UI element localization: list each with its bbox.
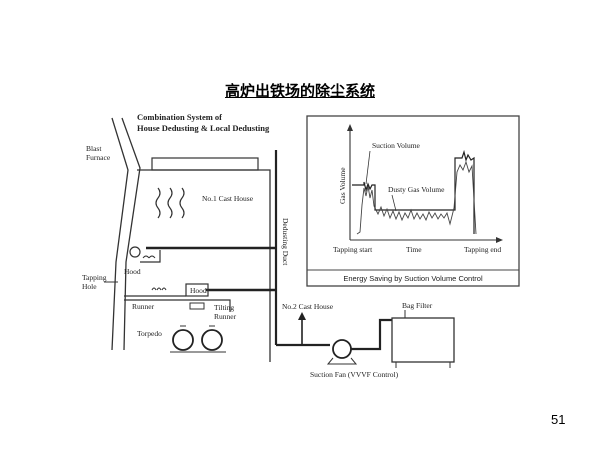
page-title: 高炉出铁场的除尘系统 xyxy=(224,82,375,100)
inset-frame xyxy=(306,115,520,287)
runner-floor-lower xyxy=(124,299,231,312)
dusty-gas-volume-curve xyxy=(356,160,477,235)
no2-cast-house-label: No.2 Cast House xyxy=(282,302,334,311)
hood-upper-label: Hood xyxy=(124,267,141,276)
blast-furnace-label-1: Blast xyxy=(86,144,102,153)
torpedo-car-2 xyxy=(201,329,223,351)
hood-lower-box xyxy=(185,283,209,297)
tapping-hole-circle xyxy=(129,246,141,258)
dusty-gas-pointer xyxy=(391,194,397,212)
diagram-heading-line1: Combination System of xyxy=(137,112,222,122)
dusty-gas-volume-label: Dusty Gas Volume xyxy=(388,185,445,194)
tilting-runner-label-2: Runner xyxy=(214,312,237,321)
runner-label: Runner xyxy=(132,302,155,311)
cast-house-1-label: No.1 Cast House xyxy=(202,194,254,203)
tilting-runner-box xyxy=(189,302,205,310)
no2-cast-house-arrow xyxy=(298,312,306,320)
suction-volume-curve xyxy=(352,149,475,234)
tapping-start-label: Tapping start xyxy=(333,245,373,254)
inset-caption: Energy Saving by Suction Volume Control xyxy=(343,274,483,283)
blast-furnace-left-wall xyxy=(111,117,129,351)
bag-filter-label: Bag Filter xyxy=(402,301,433,310)
tapping-hole-label-1: Tapping xyxy=(82,273,107,282)
fume-squiggle-1 xyxy=(155,187,161,219)
time-label: Time xyxy=(406,245,422,254)
dedusting-duct-label: Dedusting Duct xyxy=(281,218,290,266)
tapping-hole-label-2: Hole xyxy=(82,282,97,291)
fume-squiggle-2 xyxy=(167,187,173,219)
hood-lower-label: Hood xyxy=(190,286,207,295)
suction-volume-label: Suction Volume xyxy=(372,141,421,150)
suction-fan-base xyxy=(326,357,358,365)
blast-furnace-label-2: Furnace xyxy=(86,153,111,162)
fume-squiggle-3 xyxy=(179,187,185,219)
tilting-runner-label-1: Tilting xyxy=(214,303,234,312)
duct-to-bag-filter xyxy=(351,318,392,351)
roof-hood xyxy=(151,157,259,171)
hood-upper-fume xyxy=(142,255,156,259)
diagram-heading-line2: House Dedusting & Local Dedusting xyxy=(137,123,270,133)
hood-upper-shape xyxy=(140,250,161,263)
inset-y-axis-label: Gas Volume xyxy=(338,167,347,204)
bag-filter-body xyxy=(391,317,455,363)
suction-fan xyxy=(332,339,352,359)
tapping-end-label: Tapping end xyxy=(464,245,501,254)
runner-fume xyxy=(151,287,167,291)
inset-x-arrow xyxy=(496,237,503,243)
suction-volume-pointer xyxy=(365,150,371,185)
suction-fan-label: Suction Fan (VVVF Control) xyxy=(310,370,399,379)
blast-furnace-right-wall xyxy=(121,117,141,351)
page-number: 51 xyxy=(551,412,566,427)
torpedo-car-1 xyxy=(172,329,194,351)
inset-y-arrow xyxy=(347,124,353,131)
torpedo-label: Torpedo xyxy=(137,329,162,338)
